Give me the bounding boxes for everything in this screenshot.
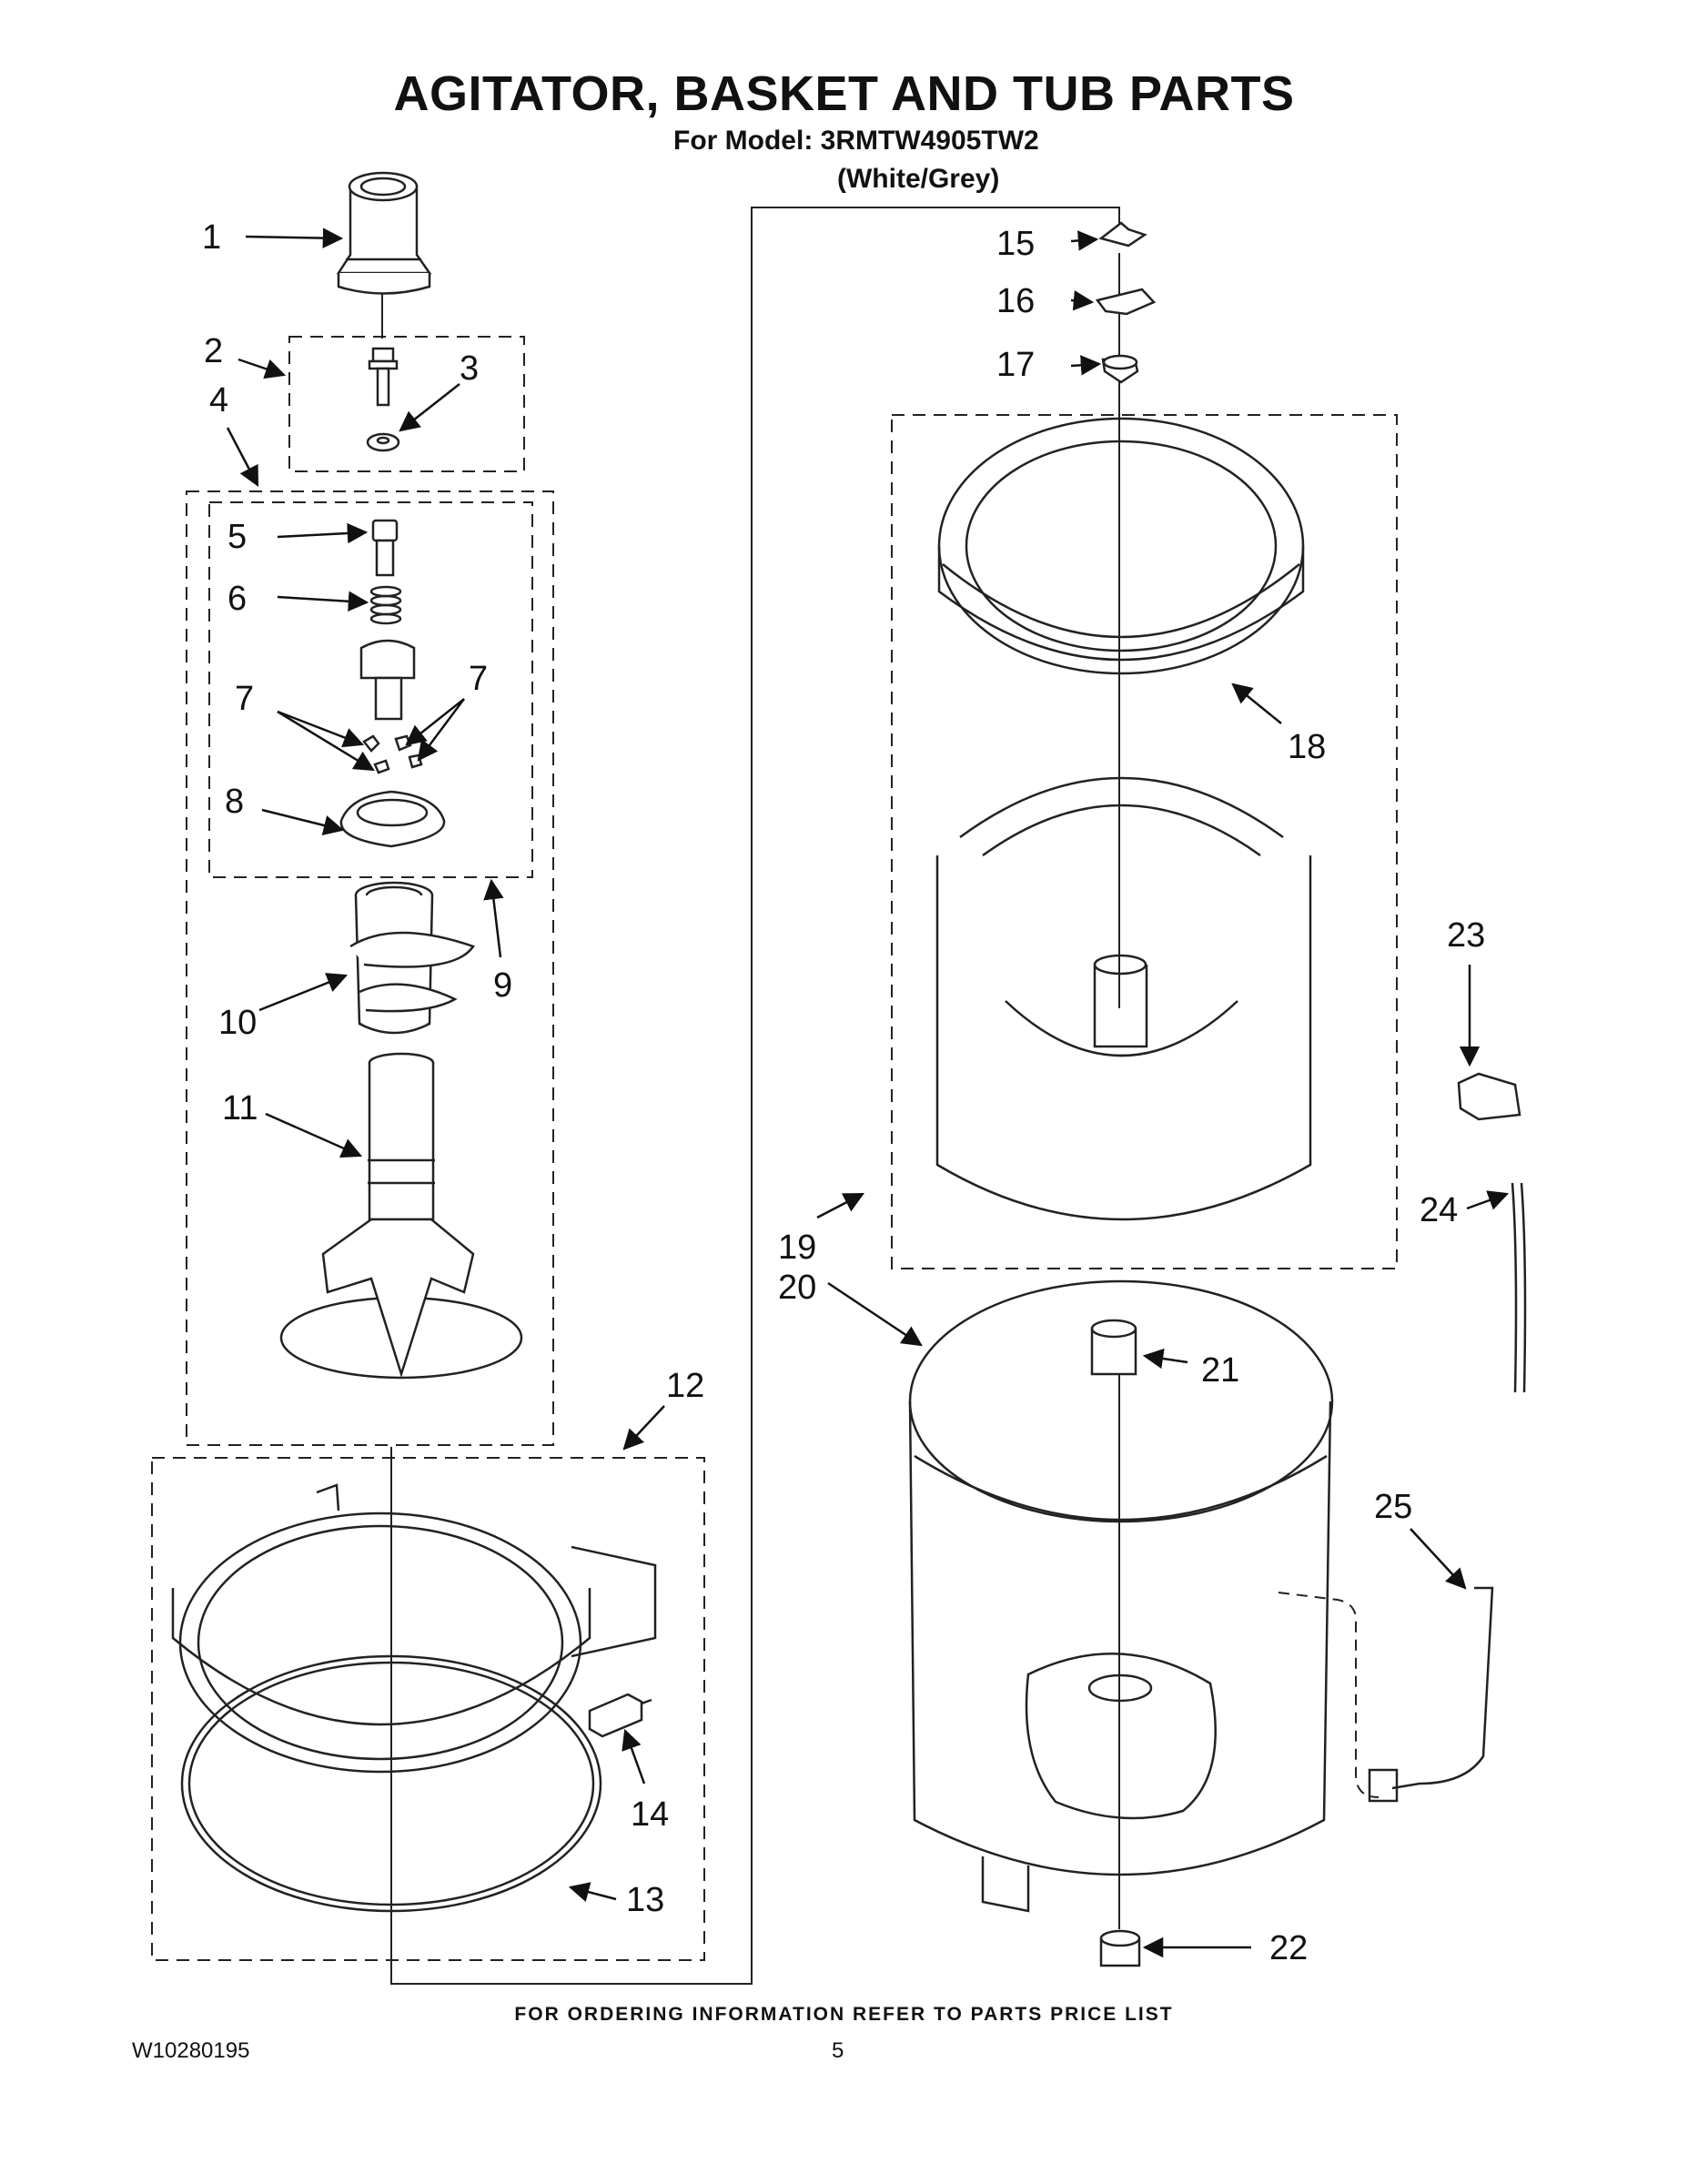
ordering-note: FOR ORDERING INFORMATION REFER TO PARTS …	[514, 2004, 1174, 2025]
group-box-2	[288, 336, 525, 472]
part-24-hose	[1511, 1182, 1527, 1393]
part-1-agitator-cap	[336, 171, 432, 295]
callout-2: 2	[204, 332, 223, 370]
part-23-clip	[1457, 1072, 1521, 1121]
callout-17: 17	[996, 346, 1035, 384]
callout-1: 1	[202, 218, 221, 257]
group-box-9	[208, 501, 533, 878]
callout-3: 3	[460, 349, 479, 388]
callout-15: 15	[996, 225, 1035, 263]
part-20-outer-tub	[908, 1279, 1334, 1913]
basket	[935, 776, 1312, 1221]
callout-11: 11	[222, 1089, 258, 1127]
callout-20: 20	[778, 1269, 816, 1307]
part-3-washer	[366, 432, 400, 452]
part-5-cam	[371, 519, 399, 577]
page-number: 5	[832, 2038, 844, 2063]
part-13-tub-gasket	[180, 1654, 602, 1913]
callout-24: 24	[1420, 1191, 1458, 1229]
callout-21: 21	[1201, 1351, 1239, 1390]
callout-22: 22	[1269, 1929, 1308, 1967]
callout-18: 18	[1288, 728, 1326, 766]
callout-19: 19	[778, 1228, 816, 1267]
callout-7a: 7	[235, 680, 254, 718]
part-6-spring	[369, 585, 402, 625]
callout-7b: 7	[469, 660, 488, 698]
callout-10: 10	[218, 1004, 257, 1042]
callout-6: 6	[227, 580, 247, 618]
document-number: W10280195	[132, 2038, 250, 2063]
callout-14: 14	[631, 1795, 669, 1834]
callout-25: 25	[1374, 1488, 1412, 1526]
group-box-12	[151, 1457, 705, 1961]
part-10-auger	[349, 881, 475, 1035]
part-15-clip	[1098, 221, 1147, 248]
callout-23: 23	[1447, 916, 1485, 955]
page-title: AGITATOR, BASKET AND TUB PARTS	[393, 66, 1295, 121]
callout-4: 4	[209, 381, 228, 420]
part-25-hose-assembly	[1368, 1586, 1494, 1803]
part-11-agitator-base	[279, 1052, 523, 1380]
callout-9: 9	[493, 966, 512, 1005]
part-18-balance-ring	[937, 417, 1305, 675]
part-2-bolt	[368, 347, 399, 407]
part-21-grommet	[1090, 1319, 1137, 1376]
group-box-19	[891, 414, 1398, 1269]
callout-12: 12	[666, 1367, 704, 1405]
callout-5: 5	[227, 518, 247, 556]
cam-housing	[359, 639, 416, 721]
callout-13: 13	[626, 1881, 664, 1919]
part-7-dogs	[362, 734, 423, 774]
part-17-nut	[1101, 354, 1139, 384]
model-number: For Model: 3RMTW4905TW2	[673, 126, 1039, 156]
callout-16: 16	[996, 282, 1035, 320]
part-14-switch	[588, 1693, 652, 1738]
part-16-plate	[1095, 288, 1157, 316]
part-22-drain-seal	[1099, 1929, 1141, 1967]
part-8-cam	[339, 790, 446, 848]
model-color: (White/Grey)	[837, 164, 1000, 194]
part-12-tub-ring	[171, 1483, 657, 1774]
group-box-4	[186, 490, 554, 1446]
callout-8: 8	[225, 783, 244, 821]
